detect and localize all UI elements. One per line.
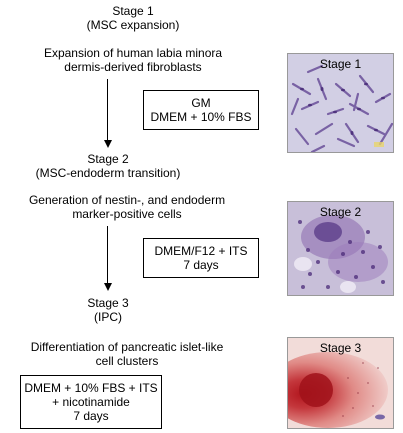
stage-3-medium-line1: DMEM + 10% FBS + ITS — [24, 381, 158, 395]
stage-2-description-line1: Generation of nestin-, and endoderm — [28, 193, 226, 207]
stage-3-medium-line3: 7 days — [73, 409, 109, 423]
stage-1-medium-line1: GM — [191, 96, 211, 110]
stage-3-title: Stage 3 — [87, 296, 129, 310]
stage-2-medium-box: DMEM/F12 + ITS 7 days — [143, 238, 259, 278]
arrow-head-stage3 — [104, 283, 112, 291]
stage-1-description-line1: Expansion of human labia minora — [43, 46, 223, 60]
stage-2-subtitle: (MSC-endoderm transition) — [35, 166, 181, 180]
stage-1-photo-label: Stage 1 — [319, 57, 362, 71]
stage-2-medium-line2: 7 days — [183, 258, 219, 272]
stage-2-photo-label: Stage 2 — [319, 205, 362, 219]
stage-2-title: Stage 2 — [87, 152, 129, 166]
stage-3-description-line1: Differentiation of pancreatic islet-like — [30, 340, 224, 354]
stage-3-description-line2: cell clusters — [95, 354, 159, 368]
stage-1-description-line2: dermis-derived fibroblasts — [64, 60, 202, 74]
stage-3-micrograph: Stage 3 — [287, 337, 394, 429]
stage-1-subtitle: (MSC expansion) — [86, 18, 180, 32]
stage-2-description-line2: marker-positive cells — [72, 207, 182, 221]
stage-2-medium-line1: DMEM/F12 + ITS — [154, 244, 248, 258]
stage-2-endoderm-cells-image — [288, 202, 393, 295]
stage-1-micrograph: Stage 1 — [287, 53, 394, 153]
arrow-stage2-to-stage3 — [107, 226, 108, 284]
stage-3-medium-box: DMEM + 10% FBS + ITS + nicotinamide 7 da… — [20, 375, 162, 429]
stage-3-subtitle: (IPC) — [94, 310, 122, 324]
stage-3-islet-cluster-image — [288, 338, 393, 428]
stage-3-medium-line2: + nicotinamide — [52, 395, 130, 409]
stage-1-medium-line2: DMEM + 10% FBS — [150, 110, 252, 124]
stage-1-title: Stage 1 — [112, 4, 154, 18]
stage-1-fibroblast-image — [288, 54, 393, 152]
stage-3-photo-label: Stage 3 — [319, 341, 362, 355]
arrow-head-stage2 — [104, 140, 112, 148]
stage-2-micrograph: Stage 2 — [287, 201, 394, 296]
stage-1-medium-box: GM DMEM + 10% FBS — [143, 90, 259, 130]
arrow-stage1-to-stage2 — [107, 79, 108, 141]
